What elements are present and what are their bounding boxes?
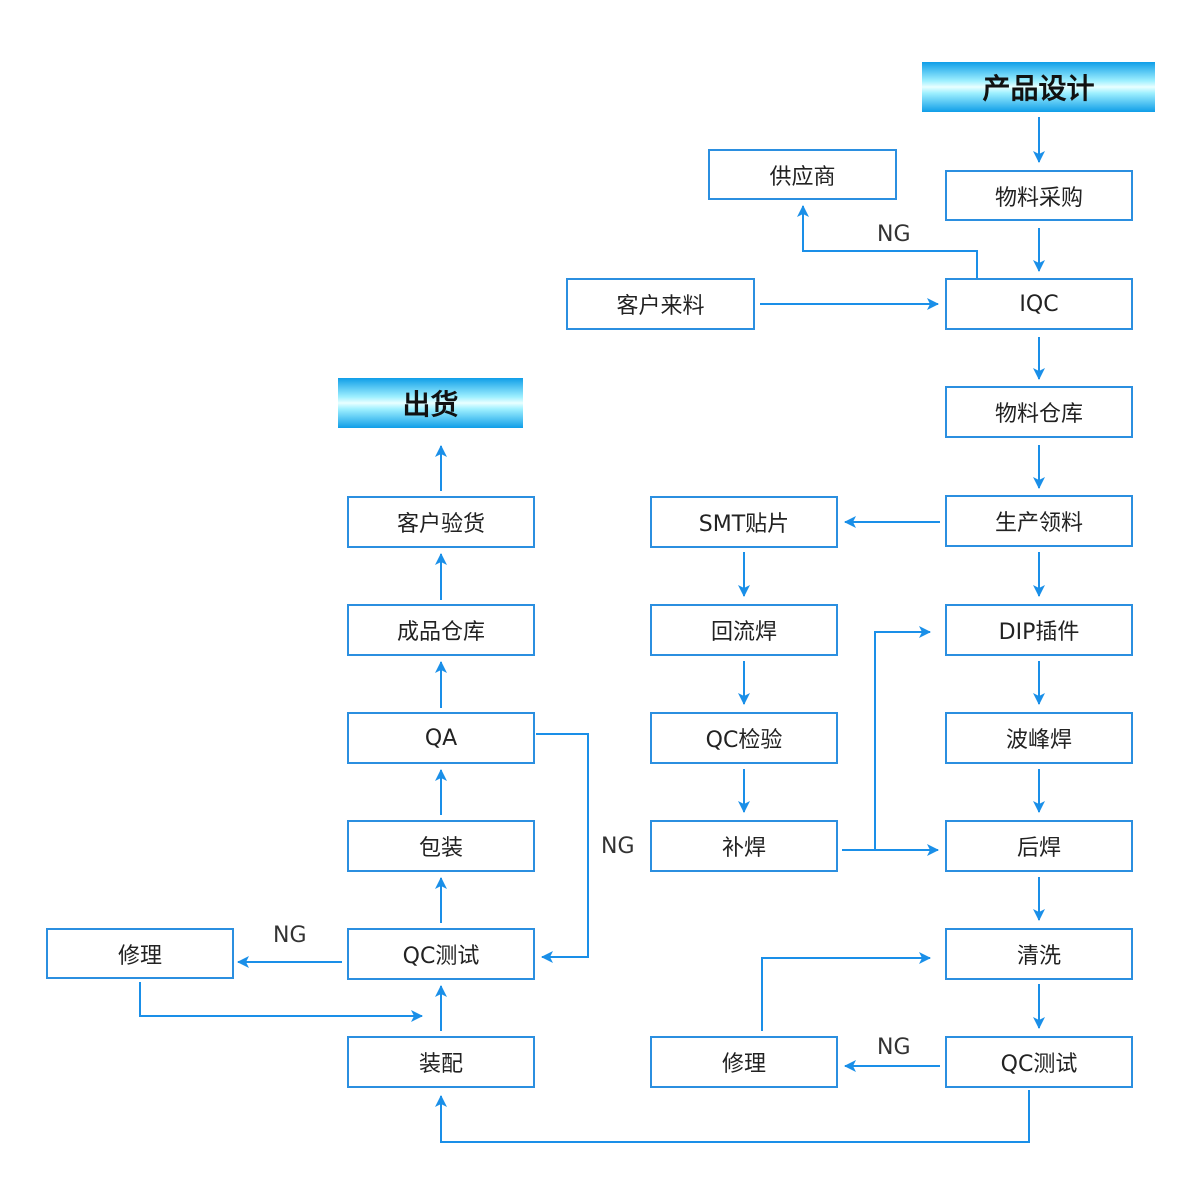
customer-check-box: 客户验货 (347, 496, 535, 548)
fg-warehouse-box: 成品仓库 (347, 604, 535, 656)
qc-test-left-box: QC测试 (347, 928, 535, 980)
post-solder-box: 后焊 (945, 820, 1133, 872)
repair-right-box: 修理 (650, 1036, 838, 1088)
arrow-repair-to-assembly (139, 982, 423, 1022)
qc-test-right-box: QC测试 (945, 1036, 1133, 1088)
arrow-touchup-to-dip (874, 626, 931, 850)
repair-left-box: 修理 (46, 928, 234, 979)
dip-box: DIP插件 (945, 604, 1133, 656)
product-design-header: 产品设计 (922, 62, 1155, 112)
clean-box: 清洗 (945, 928, 1133, 980)
warehouse-box: 物料仓库 (945, 386, 1133, 438)
arrow-qctest-to-assembly (435, 1090, 1030, 1143)
touchup-box: 补焊 (650, 820, 838, 872)
wave-solder-box: 波峰焊 (945, 712, 1133, 764)
qc-inspect-box: QC检验 (650, 712, 838, 764)
ng-label-left: NG (273, 923, 307, 948)
requisition-box: 生产领料 (945, 495, 1133, 547)
reflow-box: 回流焊 (650, 604, 838, 656)
purchase-box: 物料采购 (945, 170, 1133, 221)
qa-box: QA (347, 712, 535, 764)
supplier-box: 供应商 (708, 149, 897, 200)
arrow-repair-to-clean (761, 952, 931, 1031)
ng-label-supplier: NG (877, 222, 911, 247)
arrow-iqc-ng-supplier (797, 205, 978, 278)
customer-material-box: 客户来料 (566, 278, 755, 330)
ng-label-right: NG (877, 1035, 911, 1060)
iqc-box: IQC (945, 278, 1133, 330)
arrow-qa-to-qctest (536, 733, 589, 963)
smt-box: SMT贴片 (650, 496, 838, 548)
pack-box: 包装 (347, 820, 535, 872)
assembly-box: 装配 (347, 1036, 535, 1088)
shipping-header: 出货 (338, 378, 523, 428)
ng-label-touchup: NG (601, 834, 635, 859)
